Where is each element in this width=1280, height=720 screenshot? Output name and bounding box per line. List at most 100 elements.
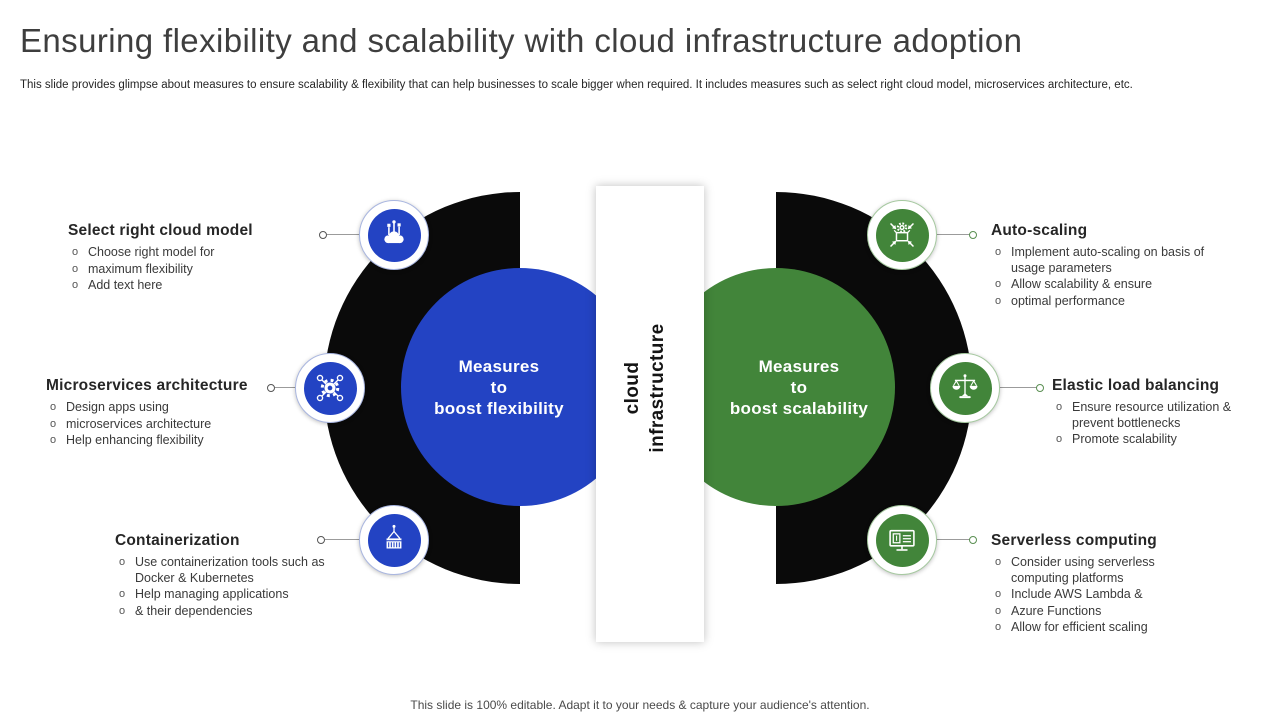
bullet-item: o Include AWS Lambda &: [991, 587, 1176, 603]
bullet-marker: o: [995, 604, 1002, 617]
bullet-text: Implement auto-scaling on basis of usage…: [1011, 245, 1205, 275]
connector-dot: [969, 536, 977, 544]
bullet-marker: o: [1056, 433, 1063, 445]
scalability-line3: boost scalability: [729, 398, 869, 418]
bullet-marker: o: [995, 621, 1002, 633]
auto-scaling-box-icon: [875, 208, 929, 262]
auto-scaling-bubble: [867, 200, 937, 270]
bullet-item: o Azure Functions: [991, 604, 1176, 620]
bullet-text: Allow for efficient scaling: [1011, 620, 1148, 634]
connector-dot: [267, 384, 275, 392]
bullet-item: o Ensure resource utilization & prevent b…: [1052, 400, 1257, 431]
bullet-marker: o: [72, 262, 79, 275]
bullet-text: optimal performance: [1011, 293, 1125, 308]
bullet-marker: o: [995, 278, 1002, 290]
flexibility-circle: Measures to boost flexibility: [401, 268, 597, 506]
connector-dot: [969, 231, 977, 239]
bullet-item: o Allow for efficient scaling: [991, 620, 1176, 636]
bullet-text: Promote scalability: [1072, 432, 1177, 446]
flexibility-circle-label: Measures to boost flexibility: [434, 356, 564, 419]
bullet-text: & their dependencies: [135, 603, 253, 618]
bullet-marker: o: [995, 246, 1002, 258]
scalability-circle-label: Measures to boost scalability: [730, 356, 868, 419]
item-load-balancing: Elastic load balancing o Ensure resource …: [1052, 377, 1257, 449]
connector-line: [275, 387, 297, 388]
bullet-marker: o: [50, 417, 57, 430]
bullet-item: o Allow scalability & ensure: [991, 277, 1226, 293]
serverless-monitor-icon: [875, 513, 929, 567]
connector-line: [935, 234, 971, 235]
bullet-text: maximum flexibility: [88, 261, 193, 276]
connector-line: [935, 539, 971, 540]
cloud-network-icon: [367, 208, 421, 262]
page-title: Ensuring flexibility and scalability wit…: [20, 22, 1023, 59]
bullet-item: o Consider using serverless computing pla…: [991, 555, 1176, 586]
balance-scale-icon: [938, 361, 992, 415]
item-containerization: Containerization o Use containerization t…: [115, 532, 355, 620]
connector-line: [998, 387, 1038, 388]
flexibility-line3: boost flexibility: [434, 398, 564, 418]
bullet-marker: o: [50, 401, 57, 413]
bullet-text: Help managing applications: [135, 587, 289, 601]
item-select-cloud-model: Select right cloud model o Choose right m…: [68, 222, 273, 295]
connector-dot: [319, 231, 327, 239]
bullet-item: o Choose right model for: [68, 245, 273, 261]
bullet-marker: o: [1056, 401, 1063, 413]
bullet-item: o & their dependencies: [115, 604, 355, 620]
microservices-gear-icon: [303, 361, 357, 415]
item-title: Serverless computing: [991, 532, 1157, 549]
item-auto-scaling: Auto-scaling o Implement auto-scaling on …: [991, 222, 1226, 310]
bullet-marker: o: [119, 556, 126, 568]
bullet-item: o Help managing applications: [115, 587, 355, 603]
item-title: Select right cloud model: [68, 222, 253, 239]
item-title: Elastic load balancing: [1052, 377, 1220, 394]
flexibility-line2: to: [490, 377, 508, 397]
bullet-marker: o: [119, 588, 126, 600]
bullet-item: o maximum flexibility: [68, 262, 273, 278]
bullet-item: o Implement auto-scaling on basis of usag…: [991, 245, 1226, 276]
bullet-text: Ensure resource utilization & prevent bo…: [1072, 400, 1232, 430]
footer-note: This slide is 100% editable. Adapt it to…: [410, 698, 870, 712]
bullet-marker: o: [72, 279, 79, 291]
bullet-item: o microservices architecture: [46, 417, 271, 433]
item-serverless: Serverless computing o Consider using ser…: [991, 532, 1176, 637]
item-title: Microservices architecture: [46, 377, 248, 394]
bullet-text: Design apps using: [66, 400, 169, 414]
serverless-bubble: [867, 505, 937, 575]
item-microservices: Microservices architecture o Design apps …: [46, 377, 271, 450]
bullet-marker: o: [995, 588, 1002, 600]
divider-line2: infrastructure: [647, 323, 668, 453]
item-title: Auto-scaling: [991, 222, 1088, 239]
bullet-marker: o: [995, 556, 1002, 568]
bullet-text: Help enhancing flexibility: [66, 433, 204, 447]
bullet-text: Use containerization tools such as Docke…: [135, 555, 325, 585]
divider-line1: cloud: [622, 361, 643, 415]
bullet-text: Include AWS Lambda &: [1011, 587, 1143, 601]
bullet-text: Allow scalability & ensure: [1011, 277, 1153, 291]
divider-label: cloud infrastructure: [620, 278, 680, 498]
flexibility-line1: Measures: [458, 356, 540, 376]
center-divider-band: [596, 186, 704, 642]
bullet-item: o Design apps using: [46, 400, 271, 416]
bullet-text: Choose right model for: [88, 245, 215, 259]
connector-dot: [1036, 384, 1044, 392]
item-title: Containerization: [115, 532, 240, 549]
slide-subtitle: This slide provides glimpse about measur…: [20, 79, 1133, 91]
bullet-text: Add text here: [88, 278, 163, 292]
connector-dot: [317, 536, 325, 544]
scalability-circle: Measures to boost scalability: [703, 268, 895, 506]
containerization-bubble: [359, 505, 429, 575]
bullet-text: Azure Functions: [1011, 603, 1102, 618]
bullet-marker: o: [119, 604, 126, 617]
bullet-item: o Promote scalability: [1052, 432, 1257, 448]
bullet-text: Consider using serverless computing plat…: [1011, 555, 1155, 585]
connector-line: [327, 234, 361, 235]
microservices-bubble: [295, 353, 365, 423]
bullet-marker: o: [72, 246, 79, 258]
bullet-item: o Add text here: [68, 278, 273, 294]
bullet-text: microservices architecture: [66, 416, 212, 431]
scalability-line1: Measures: [758, 356, 840, 376]
